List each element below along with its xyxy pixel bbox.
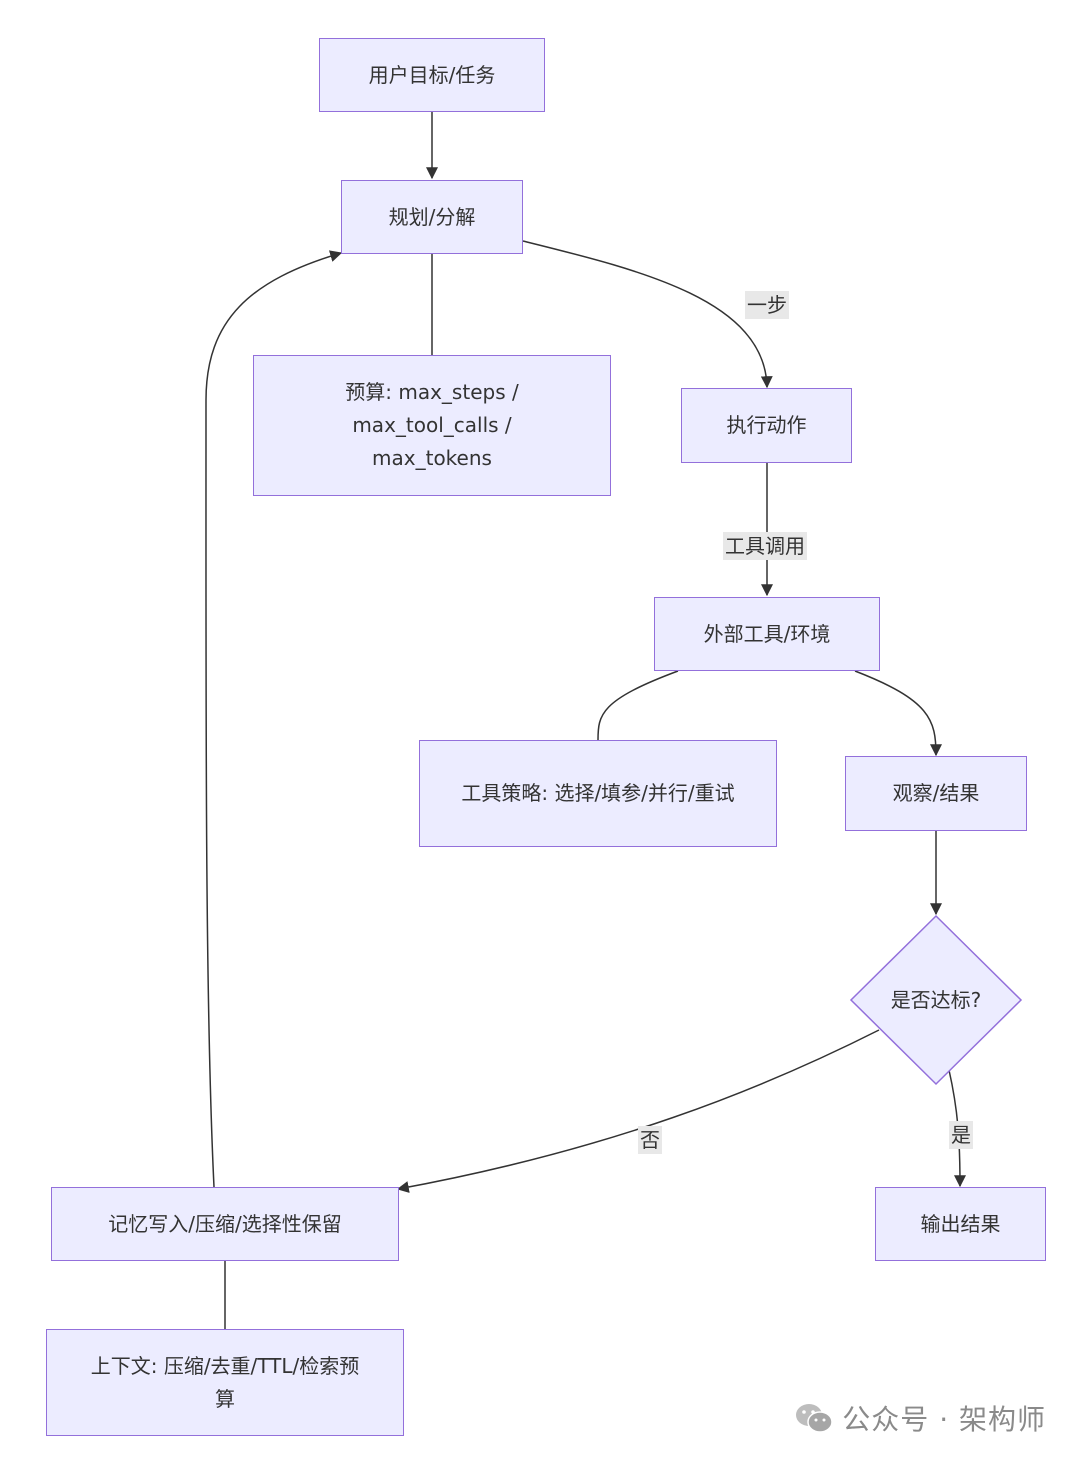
edge-decision-no-to-memory [396, 1029, 880, 1193]
edge-memory-to-plan [205, 250, 343, 1188]
edge-tools-to-observe [854, 670, 942, 757]
node-plan: 规划/分解 [341, 180, 523, 254]
edge-plan-to-execute [522, 240, 773, 389]
node-budget-label: 预算: max_steps / max_tool_calls / max_tok… [345, 380, 519, 470]
edge-label-no: 否 [638, 1126, 662, 1154]
node-context: 上下文: 压缩/去重/TTL/检索预算 [46, 1329, 404, 1436]
node-observe: 观察/结果 [845, 756, 1027, 831]
node-memory: 记忆写入/压缩/选择性保留 [51, 1187, 399, 1261]
node-external-tools-label: 外部工具/环境 [703, 621, 831, 646]
node-plan-label: 规划/分解 [388, 204, 476, 229]
node-execute: 执行动作 [681, 388, 852, 463]
node-budget: 预算: max_steps / max_tool_calls / max_tok… [253, 355, 611, 496]
wechat-icon [796, 1404, 834, 1433]
node-external-tools: 外部工具/环境 [654, 597, 880, 671]
edge-label-yes: 是 [949, 1121, 973, 1149]
decision-diamond [849, 914, 1023, 1086]
node-memory-label: 记忆写入/压缩/选择性保留 [108, 1211, 342, 1236]
decision-label: 是否达标? [890, 988, 982, 1012]
node-observe-label: 观察/结果 [892, 781, 980, 805]
node-user-goal-label: 用户目标/任务 [368, 62, 496, 87]
watermark: 公众号 · 架构师 [794, 1398, 1046, 1438]
node-output-label: 输出结果 [920, 1211, 1001, 1236]
edge-tools-to-policy [597, 670, 679, 741]
node-tool-policy-label: 工具策略: 选择/填参/并行/重试 [461, 781, 735, 805]
node-execute-label: 执行动作 [726, 413, 807, 437]
node-user-goal: 用户目标/任务 [319, 38, 545, 112]
watermark-text: 公众号 · 架构师 [842, 1403, 1046, 1436]
node-output: 输出结果 [875, 1187, 1046, 1261]
edge-label-one-step: 一步 [745, 291, 789, 319]
node-tool-policy: 工具策略: 选择/填参/并行/重试 [419, 740, 777, 847]
node-context-label: 上下文: 压缩/去重/TTL/检索预算 [90, 1353, 360, 1411]
edge-label-tool-call: 工具调用 [723, 532, 807, 560]
